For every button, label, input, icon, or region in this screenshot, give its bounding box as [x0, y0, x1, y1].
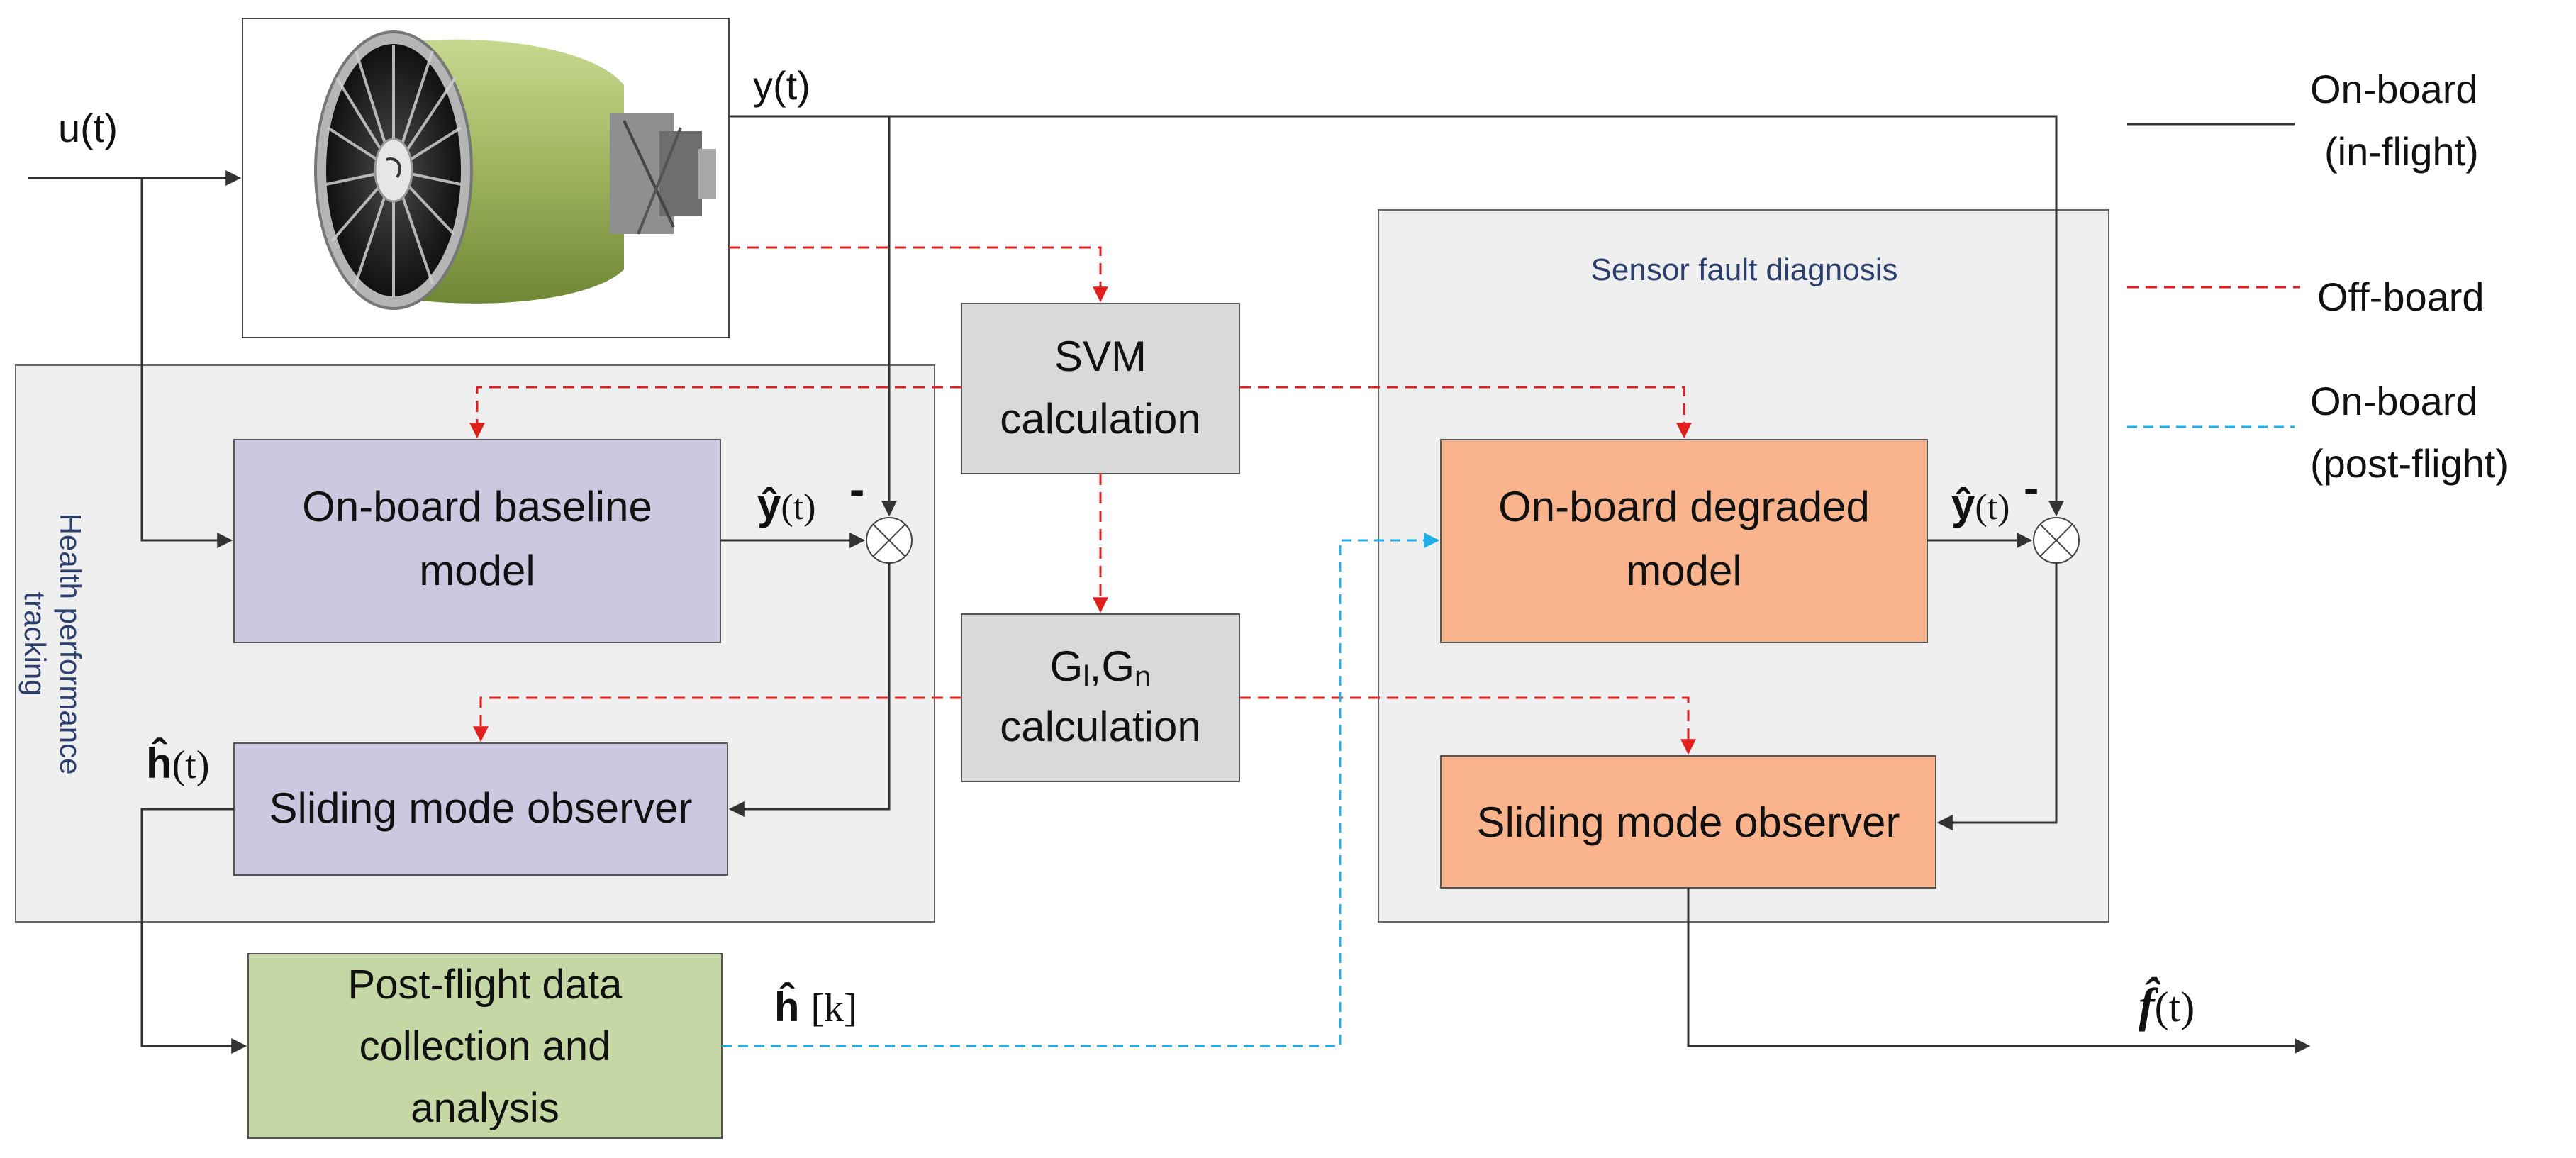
observer-left-block: [233, 742, 728, 876]
legend-onboard-inflight-label-2: (in-flight): [2324, 129, 2479, 174]
signal-h-hat: ĥ(t): [146, 738, 210, 787]
health-tracking-title-2: tracking: [18, 591, 52, 696]
h-hat-arg: (t): [172, 743, 210, 787]
postflight-label: Post-flight data: [348, 962, 623, 1008]
signal-y-hat-right: ŷ(t): [1951, 481, 2009, 528]
h-hat-symbol: ĥ: [146, 738, 172, 787]
health-tracking-title: Health performance: [54, 513, 87, 775]
legend: On-board (in-flight) Off-board On-board …: [2127, 67, 2509, 486]
y-hat-arg: (t): [781, 487, 815, 528]
minus-sign-right: -: [2024, 462, 2039, 513]
sensor-fault-title: Sensor fault diagnosis: [1591, 252, 1898, 287]
svm-label: SVM: [1054, 333, 1147, 380]
signal-u: u(t): [58, 106, 118, 150]
h-hat-k-symbol: ĥ: [774, 983, 799, 1030]
gain-g2: G: [1101, 642, 1134, 690]
y-hat-symbol-right: ŷ: [1951, 481, 1975, 528]
summing-junction-right: [2033, 517, 2080, 564]
observer-right-label: Sliding mode observer: [1477, 798, 1900, 846]
gain-sub1: l: [1083, 659, 1089, 693]
observer-right-block: [1440, 755, 1936, 889]
baseline-model-block: [233, 439, 721, 643]
onboard-connections: [28, 115, 2311, 1054]
offboard-connections: [469, 246, 1696, 755]
signal-y-hat-left: ŷ(t): [757, 481, 815, 528]
summing-junction-left: [866, 517, 913, 564]
y-hat-symbol: ŷ: [757, 481, 781, 528]
postflight-label-3: analysis: [411, 1085, 559, 1131]
postflight-label-2: collection and: [359, 1023, 611, 1069]
baseline-model-label: On-board baseline: [302, 483, 652, 530]
degraded-model-label-2: model: [1626, 547, 1741, 594]
gain-sep: ,: [1090, 642, 1102, 690]
signal-f-hat: f̂(t): [2139, 976, 2195, 1032]
gain-label-2: calculation: [1000, 703, 1201, 750]
gain-g1: G: [1050, 642, 1083, 690]
legend-onboard-inflight-label: On-board: [2310, 67, 2478, 111]
svm-label-2: calculation: [1000, 395, 1201, 442]
gain-block: [961, 613, 1240, 782]
legend-offboard-label: Off-board: [2317, 274, 2485, 319]
postflight-connections: [722, 533, 1440, 1047]
signal-h-hat-k: ĥ[k]: [774, 983, 857, 1030]
turbofan-engine-icon: [314, 30, 716, 310]
degraded-model-block: [1440, 439, 1928, 643]
svm-block: [961, 303, 1240, 474]
gain-label: Gl,Gn: [1050, 642, 1152, 693]
h-hat-k-arg: [k]: [810, 986, 857, 1030]
y-hat-arg-right: (t): [1975, 487, 2009, 528]
gain-sub2: n: [1134, 659, 1151, 693]
baseline-model-label-2: model: [419, 547, 535, 594]
observer-left-label: Sliding mode observer: [269, 784, 693, 832]
degraded-model-label: On-board degraded: [1498, 483, 1870, 530]
legend-postflight-label: On-board: [2310, 379, 2478, 423]
f-hat-arg: (t): [2155, 984, 2195, 1030]
minus-sign-left: -: [849, 464, 864, 515]
signal-y: y(t): [753, 63, 810, 108]
legend-postflight-label-2: (post-flight): [2310, 441, 2509, 486]
